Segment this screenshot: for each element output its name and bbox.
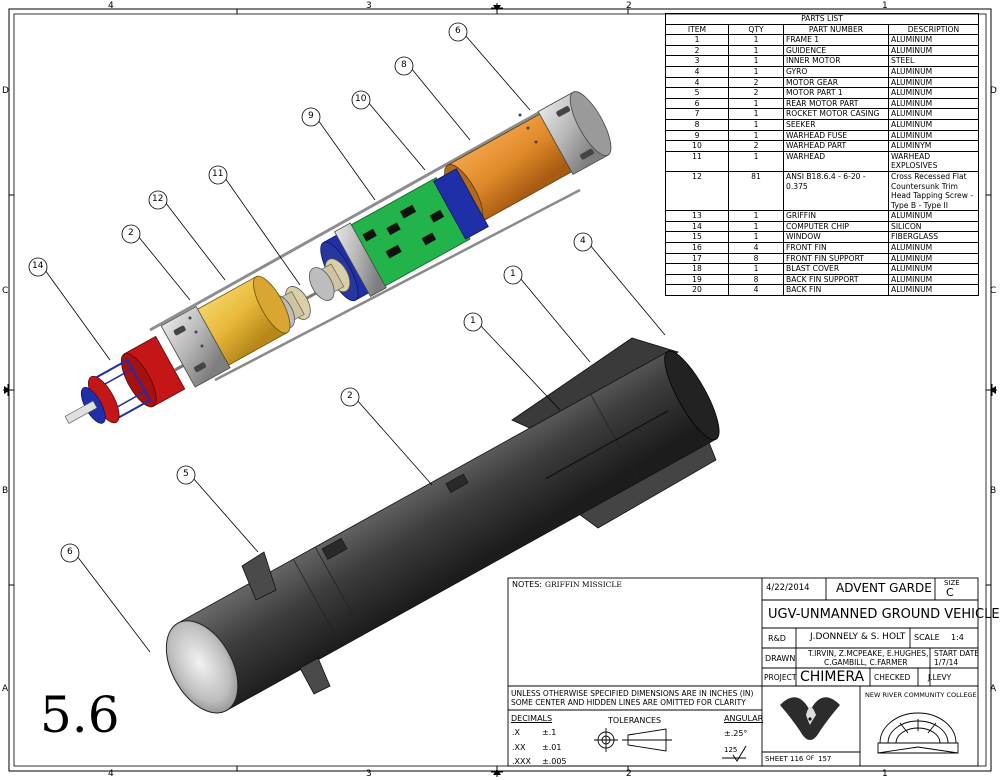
project-label: PROJECT: [764, 673, 797, 682]
description-cell: ALUMINUM: [888, 252, 979, 265]
zone-number-1: 1: [882, 1, 888, 11]
drawn-label: DRAWN: [765, 654, 796, 663]
part-number-cell: ANSI B18.6.4 - 6-20 - 0.375: [783, 170, 889, 212]
zone-letter-a: A: [2, 684, 9, 694]
decimals-label: DECIMALS: [511, 714, 553, 723]
zone-letter-d: D: [2, 86, 9, 96]
zone-number-3-bottom: 3: [366, 769, 372, 779]
sheet-number: 116: [790, 755, 804, 763]
angular-value: ±.25°: [724, 729, 748, 738]
dec-x-key: .X: [512, 728, 521, 737]
figure-label: 5.6: [40, 686, 120, 744]
dec-xx-value: ±.01: [542, 743, 562, 752]
college-logo: [877, 712, 959, 754]
tolerance-symbols: [594, 728, 747, 762]
drawn-line-2: C.GAMBILL, C.FARMER: [824, 658, 908, 667]
start-date-value: 1/7/14: [934, 658, 959, 667]
zone-number-1-bottom: 1: [882, 769, 888, 779]
zone-number-4-bottom: 4: [108, 769, 114, 779]
griffin-logo: [780, 697, 840, 740]
zone-number-2: 2: [626, 1, 632, 11]
callout-6-assembled: 6: [67, 547, 73, 557]
dec-xx-key: .XX: [512, 743, 526, 752]
rd-value: J.DONNELY & S. HOLT: [810, 632, 906, 642]
drawing-date: 4/22/2014: [766, 583, 810, 593]
project-value: CHIMERA: [800, 669, 865, 685]
size-value: C: [946, 586, 954, 599]
dec-xxx-key: .XXX: [512, 757, 531, 766]
callout-4: 4: [580, 236, 586, 246]
callout-11: 11: [212, 169, 224, 179]
callout-10: 10: [355, 94, 367, 104]
unless-line-1: UNLESS OTHERWISE SPECIFIED DIMENSIONS AR…: [511, 689, 754, 698]
start-date-label: START DATE: [934, 649, 980, 658]
size-label: SIZE: [944, 579, 960, 587]
sheet-label: SHEET: [765, 755, 788, 763]
zone-letter-a-right: A: [990, 684, 997, 694]
zone-number-4: 4: [108, 1, 114, 11]
angular-label: ANGULAR: [724, 714, 764, 723]
callout-14: 14: [32, 261, 44, 271]
callout-1-a: 1: [510, 269, 516, 279]
description-cell: ALUMINUM: [888, 263, 979, 275]
callout-2: 2: [128, 228, 134, 238]
callout-12: 12: [152, 194, 164, 204]
zone-letter-d-right: D: [990, 86, 997, 96]
zone-letter-b-right: B: [990, 486, 997, 496]
parts-list-table: PARTS LIST ITEM QTY PART NUMBER DESCRIPT…: [665, 13, 979, 297]
unless-line-2: SOME CENTER AND HIDDEN LINES ARE OMITTED…: [511, 698, 746, 707]
drawn-line-1: T.IRVIN, Z.MCPEAKE, E.HUGHES,: [808, 649, 929, 658]
callout-9: 9: [308, 111, 314, 121]
scale-value: 1:4: [951, 633, 964, 642]
notes-label: NOTES:: [512, 580, 542, 589]
callout-2-assembled: 2: [347, 391, 353, 401]
notes-text: GRIFFIN MISSICLE: [545, 580, 622, 589]
description-cell: WARHEAD EXPLOSIVES: [888, 150, 979, 172]
checked-label: CHECKED: [874, 673, 911, 682]
zone-letter-c: C: [2, 286, 9, 296]
description-cell: ALUMINUM: [888, 273, 979, 286]
callout-6: 6: [455, 26, 461, 36]
qty-cell: 81: [728, 170, 784, 212]
finish-value: 125: [724, 746, 738, 754]
zone-number-2-bottom: 2: [626, 769, 632, 779]
college-name: NEW RIVER COMMUNITY COLLEGE: [865, 691, 977, 699]
description-cell: ALUMINUM: [888, 284, 979, 297]
zone-number-3: 3: [366, 1, 372, 11]
rd-label: R&D: [768, 634, 786, 643]
scale-label: SCALE: [914, 633, 940, 642]
sheet-total: 157: [818, 755, 832, 763]
company-name: ADVENT GARDE: [836, 581, 932, 595]
callout-8: 8: [401, 60, 407, 70]
checked-value: J.LEVY: [928, 673, 952, 682]
dec-xxx-value: ±.005: [542, 757, 567, 766]
dec-x-value: ±.1: [542, 728, 557, 737]
zone-letter-b: B: [2, 486, 9, 496]
drawing-title: UGV-UNMANNED GROUND VEHICLE: [768, 607, 1000, 622]
sheet-of-label: OF: [806, 755, 815, 762]
parts-list-title: PARTS LIST: [665, 13, 979, 25]
callout-1-b: 1: [470, 316, 476, 326]
tolerances-label: TOLERANCES: [608, 716, 662, 725]
callout-5: 5: [183, 469, 189, 479]
description-cell: Cross Recessed Flat Countersunk Trim Hea…: [888, 170, 979, 212]
zone-letter-c-right: C: [990, 286, 997, 296]
